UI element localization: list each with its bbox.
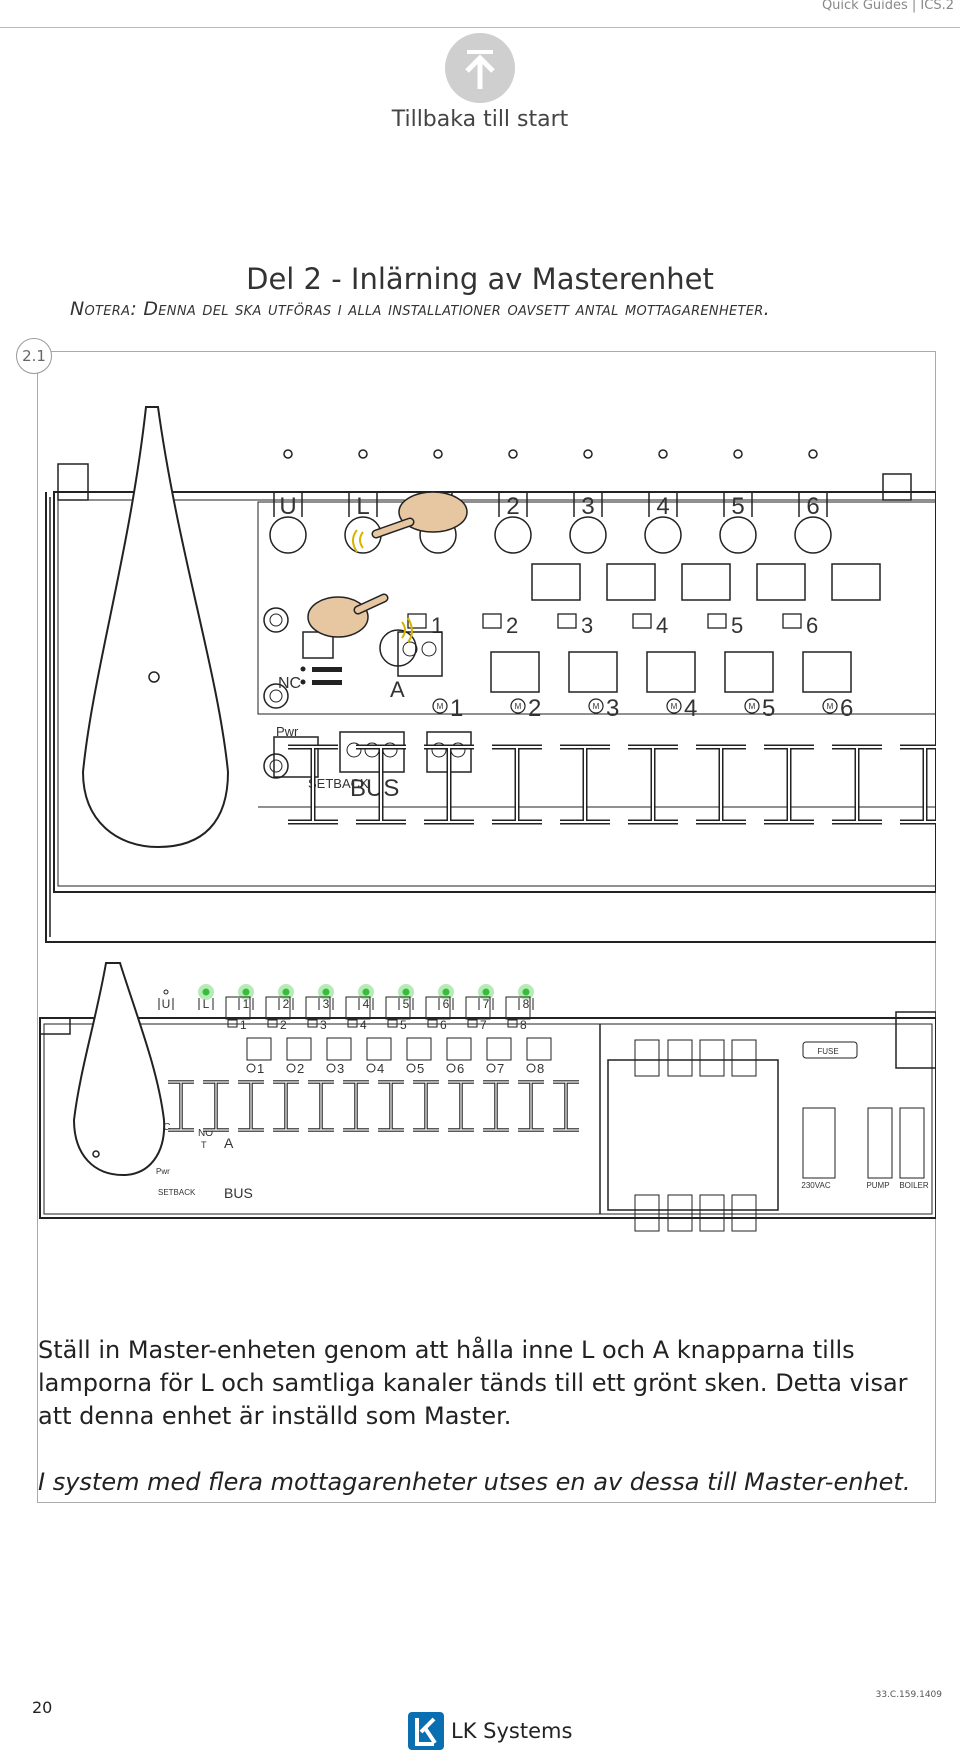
back-to-start-link[interactable]: Tillbaka till start — [391, 107, 569, 132]
instruction-note: I system med flera mottagarenheter utses… — [38, 1468, 911, 1496]
valve-icon: M — [437, 702, 444, 711]
section-subtitle: Notera: Denna del ska utföras i alla ins… — [70, 298, 770, 320]
valve-icon: M — [671, 702, 678, 711]
nc-label: NC — [278, 675, 301, 692]
channel-label-6: 6 — [806, 493, 819, 520]
valve-icon: M — [749, 702, 756, 711]
output-label-6: 6 — [806, 613, 818, 638]
output-label-5: 5 — [731, 613, 743, 638]
arrow-up-icon[interactable] — [445, 33, 515, 103]
channel-label-small-2: 2 — [283, 997, 290, 1011]
output-label-small-4: 4 — [360, 1018, 367, 1032]
led-6 — [442, 988, 450, 996]
led-2 — [282, 988, 290, 996]
channel-label-5: 5 — [731, 493, 744, 520]
header-divider — [0, 27, 960, 28]
led-5 — [402, 988, 410, 996]
section-title: Del 2 - Inlärning av Masterenhet — [246, 262, 714, 296]
channel-label-small-6: 6 — [443, 997, 450, 1011]
brand-logo: LK Systems — [408, 1712, 572, 1750]
t-label-small: T — [201, 1140, 207, 1150]
channel-label-L: L — [356, 493, 369, 520]
output-label-small-2: 2 — [280, 1018, 287, 1032]
brand-name: LK Systems — [451, 1719, 573, 1743]
setback-label: SETBACK — [308, 776, 369, 791]
channel-label-small-3: 3 — [323, 997, 330, 1011]
channel-label-small-5: 5 — [403, 997, 410, 1011]
channel-label-small-L: L — [203, 997, 210, 1011]
valve-label-5: 5 — [762, 695, 775, 722]
led-L — [202, 988, 210, 996]
led-1 — [242, 988, 250, 996]
valve-label-2: 2 — [528, 695, 541, 722]
control-unit-master-illustration: FUSE 230VAC PUMP BOILER NC NO T A Pwr SE… — [39, 962, 936, 1232]
pwr-label-small: Pwr — [156, 1167, 170, 1176]
led-8 — [522, 988, 530, 996]
lk-logo-icon — [408, 1712, 444, 1750]
valve-label-small-6: 6 — [457, 1061, 464, 1076]
channel-label-small-8: 8 — [523, 997, 530, 1011]
document-code: 33.C.159.1409 — [875, 1690, 942, 1700]
channel-button-2 — [494, 516, 532, 554]
pwr-label: Pwr — [276, 724, 299, 739]
output-label-2: 2 — [506, 613, 518, 638]
a-label-small: A — [224, 1135, 234, 1151]
output-label-small-1: 1 — [240, 1018, 247, 1032]
channel-label-small-7: 7 — [483, 997, 490, 1011]
valve-label-1: 1 — [450, 695, 463, 722]
channel-button-3 — [569, 516, 607, 554]
bus-label-small: BUS — [224, 1185, 253, 1201]
valve-label-3: 3 — [606, 695, 619, 722]
channel-label-small-4: 4 — [363, 997, 370, 1011]
channel-button-6 — [794, 516, 832, 554]
channel-button-U — [269, 516, 307, 554]
a-label: A — [390, 677, 405, 702]
channel-label-3: 3 — [581, 493, 594, 520]
valve-icon: M — [593, 702, 600, 711]
channel-button-5 — [719, 516, 757, 554]
boiler-label: BOILER — [899, 1181, 929, 1190]
valve-label-4: 4 — [684, 695, 697, 722]
output-label-small-3: 3 — [320, 1018, 327, 1032]
channel-label-U: U — [279, 493, 296, 520]
channel-label-small-U: U — [162, 997, 171, 1011]
output-label-small-8: 8 — [520, 1018, 527, 1032]
led-4 — [362, 988, 370, 996]
valve-icon: M — [827, 702, 834, 711]
fuse-label: FUSE — [817, 1047, 838, 1056]
finger-press-icon — [307, 491, 468, 643]
setback-label-small: SETBACK — [158, 1188, 196, 1197]
valve-label-small-4: 4 — [377, 1061, 384, 1076]
valve-label-6: 6 — [840, 695, 853, 722]
valve-label-small-5: 5 — [417, 1061, 424, 1076]
bus-label: BUS — [350, 775, 399, 802]
channel-label-2: 2 — [506, 493, 519, 520]
figure-frame — [37, 351, 936, 1503]
valve-label-small-1: 1 — [257, 1061, 264, 1076]
channel-label-small-1: 1 — [243, 997, 250, 1011]
output-label-small-6: 6 — [440, 1018, 447, 1032]
page-number: 20 — [32, 1698, 53, 1717]
led-7 — [482, 988, 490, 996]
output-label-4: 4 — [656, 613, 668, 638]
output-label-small-5: 5 — [400, 1018, 407, 1032]
valve-label-small-8: 8 — [537, 1061, 544, 1076]
valve-label-small-7: 7 — [497, 1061, 504, 1076]
pump-label: PUMP — [866, 1181, 889, 1190]
output-label-small-7: 7 — [480, 1018, 487, 1032]
no-label-small: NO — [198, 1128, 213, 1139]
led-3 — [322, 988, 330, 996]
breadcrumb: Quick Guides | ICS.2 — [821, 0, 954, 13]
vac-label: 230VAC — [801, 1181, 830, 1190]
output-label-3: 3 — [581, 613, 593, 638]
instruction-text: Ställ in Master-enheten genom att hålla … — [38, 1336, 908, 1430]
valve-label-small-3: 3 — [337, 1061, 344, 1076]
channel-label-4: 4 — [656, 493, 669, 520]
step-badge: 2.1 — [16, 338, 52, 374]
valve-label-small-2: 2 — [297, 1061, 304, 1076]
channel-button-4 — [644, 516, 682, 554]
valve-icon: M — [515, 702, 522, 711]
